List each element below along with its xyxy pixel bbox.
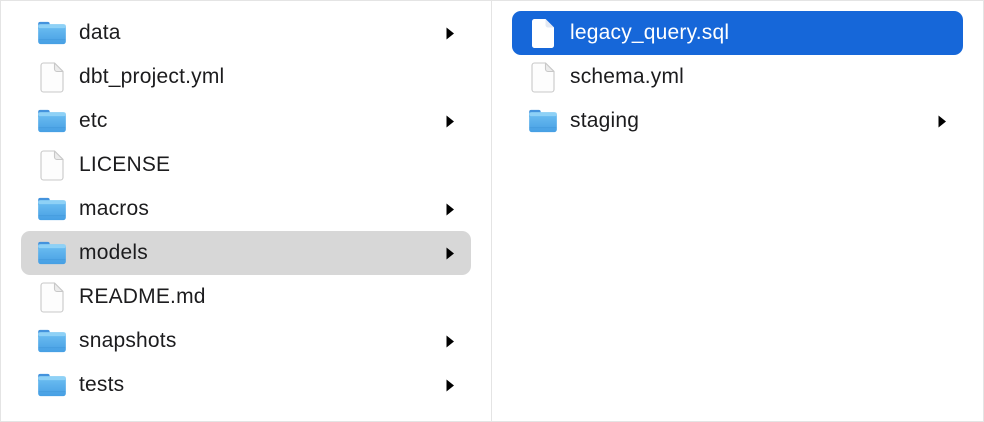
file-row-schema-yml[interactable]: schema.yml — [512, 55, 963, 99]
folder-icon — [36, 369, 67, 401]
file-row-macros[interactable]: macros — [21, 187, 471, 231]
file-row-dbt-project-yml[interactable]: dbt_project.yml — [21, 55, 471, 99]
finder-column-parent: data dbt_project.yml etc LICENSE macros … — [1, 1, 492, 421]
file-row-staging[interactable]: staging — [512, 99, 963, 143]
chevron-right-icon — [444, 25, 457, 42]
chevron-right-icon — [444, 201, 457, 218]
folder-icon — [36, 237, 67, 269]
folder-icon — [36, 193, 67, 225]
finder-column-models: legacy_query.sql schema.yml staging — [492, 1, 983, 421]
folder-icon — [36, 325, 67, 357]
file-name-label: models — [79, 241, 148, 264]
document-icon — [36, 149, 67, 181]
chevron-right-icon — [444, 333, 457, 350]
chevron-right-icon — [444, 377, 457, 394]
document-icon — [527, 17, 558, 49]
folder-icon — [36, 105, 67, 137]
file-name-label: macros — [79, 197, 150, 220]
folder-icon — [36, 17, 67, 49]
chevron-right-icon — [444, 113, 457, 130]
file-row-license[interactable]: LICENSE — [21, 143, 471, 187]
document-icon — [36, 281, 67, 313]
file-row-data[interactable]: data — [21, 11, 471, 55]
file-row-snapshots[interactable]: snapshots — [21, 319, 471, 363]
file-name-label: README.md — [79, 285, 206, 308]
chevron-right-icon — [936, 113, 949, 130]
file-name-label: staging — [570, 109, 640, 132]
file-row-legacy-query-sql-selected[interactable]: legacy_query.sql — [512, 11, 963, 55]
file-name-label: schema.yml — [570, 65, 685, 88]
file-row-readme-md[interactable]: README.md — [21, 275, 471, 319]
file-name-label: dbt_project.yml — [79, 65, 225, 88]
file-name-label: LICENSE — [79, 153, 171, 176]
file-name-label: etc — [79, 109, 108, 132]
chevron-right-icon — [444, 245, 457, 262]
folder-icon — [527, 105, 558, 137]
file-name-label: data — [79, 21, 121, 44]
file-row-tests[interactable]: tests — [21, 363, 471, 407]
file-name-label: legacy_query.sql — [570, 21, 730, 44]
file-name-label: tests — [79, 373, 125, 396]
file-name-label: snapshots — [79, 329, 177, 352]
file-row-etc[interactable]: etc — [21, 99, 471, 143]
document-icon — [527, 61, 558, 93]
document-icon — [36, 61, 67, 93]
file-row-models-selected[interactable]: models — [21, 231, 471, 275]
